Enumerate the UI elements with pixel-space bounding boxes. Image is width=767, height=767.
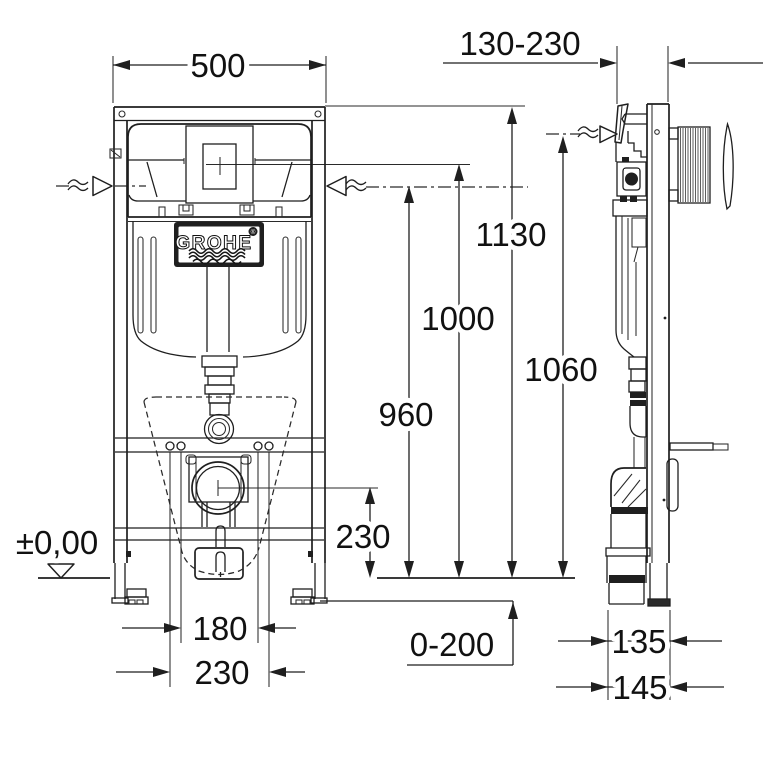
registered-trademark-icon: [248, 227, 258, 236]
dimension-supply-height: 960: [373, 186, 439, 578]
dimension-label-wall-offset: 130-230: [459, 25, 580, 62]
dimension-outlet-rear: 145: [556, 664, 724, 711]
wc-fixing-rod-tip: [712, 443, 729, 451]
dimension-label-frame-width: 500: [190, 47, 245, 84]
wc-fixing-bolts: [165, 441, 274, 687]
dimension-label-actuator-height: 1000: [421, 300, 494, 337]
registered-trademark-glyph: ®: [251, 228, 256, 236]
drain-elbow: [605, 467, 651, 605]
dimension-fixing-inner: 180: [122, 605, 296, 652]
flush-plate-profile: [722, 121, 734, 211]
front-view: GROHE ®: [67, 106, 367, 687]
dimension-outlet-height: 230: [330, 487, 396, 578]
brand-logo: GROHE ®: [174, 222, 264, 267]
actuator-shaft: [185, 125, 254, 204]
adjustable-foot-left: [111, 551, 149, 605]
frame: [109, 106, 328, 605]
tank-side: [612, 199, 648, 358]
adjustable-foot-right: [290, 551, 328, 605]
dimension-frame-width: 500: [112, 42, 327, 103]
actuator-housing: [668, 121, 734, 211]
wall-level-arrow-left-icon: [67, 175, 113, 197]
side-view: [577, 103, 734, 607]
dimension-label-fixing-outer: 230: [194, 654, 249, 691]
dimension-label-outlet-front: 135: [611, 623, 666, 660]
dimension-label-outlet-height: 230: [335, 518, 390, 555]
dimension-side-height: 1060: [519, 136, 603, 578]
flush-pipe: [201, 355, 238, 445]
side-bracket: [666, 458, 679, 512]
dimensions: 500 130-230 1130 1000 960: [11, 20, 763, 711]
dimension-fixing-outer: 230: [116, 649, 305, 696]
dimension-outlet-front: 135: [558, 610, 722, 700]
dimension-label-supply-height: 960: [378, 396, 433, 433]
reference-lines: [56, 105, 580, 489]
dimension-label-foot-range: 0-200: [410, 626, 494, 663]
dimension-label-side-height: 1060: [524, 351, 597, 388]
dimension-label-floor-datum: ±0,00: [16, 524, 98, 561]
wc-pan-outline: [143, 396, 297, 576]
logo-waves-icon: [188, 247, 246, 265]
dimension-label-frame-height: 1130: [476, 216, 547, 253]
cistern: GROHE ®: [127, 123, 312, 358]
wall-bracket: [614, 103, 647, 162]
drain-outlet: [185, 454, 252, 580]
dimension-foot-range: 0-200: [320, 600, 518, 668]
dimension-label-outlet-rear: 145: [612, 669, 667, 706]
wc-fixing-rod: [669, 442, 714, 451]
floor-datum-icon: [47, 563, 75, 579]
supply-clip: [109, 148, 122, 159]
floor-line: ±0,00: [11, 519, 575, 579]
dimension-actuator-height: 1000: [416, 164, 500, 578]
corner-screw-icon: [118, 110, 126, 118]
side-rail: [646, 103, 671, 607]
dimension-frame-height: 1130: [471, 107, 551, 578]
brand-name: GROHE: [175, 233, 252, 254]
dimension-label-fixing-inner: 180: [192, 610, 247, 647]
corner-screw-icon: [314, 110, 322, 118]
dimension-wall-offset: 130-230: [443, 20, 763, 104]
wall-level-arrow-right-icon: [326, 175, 367, 197]
wall-level-arrow-side-icon: [577, 125, 618, 144]
valve-box: [616, 157, 647, 202]
flush-pipe-side: [628, 356, 647, 468]
